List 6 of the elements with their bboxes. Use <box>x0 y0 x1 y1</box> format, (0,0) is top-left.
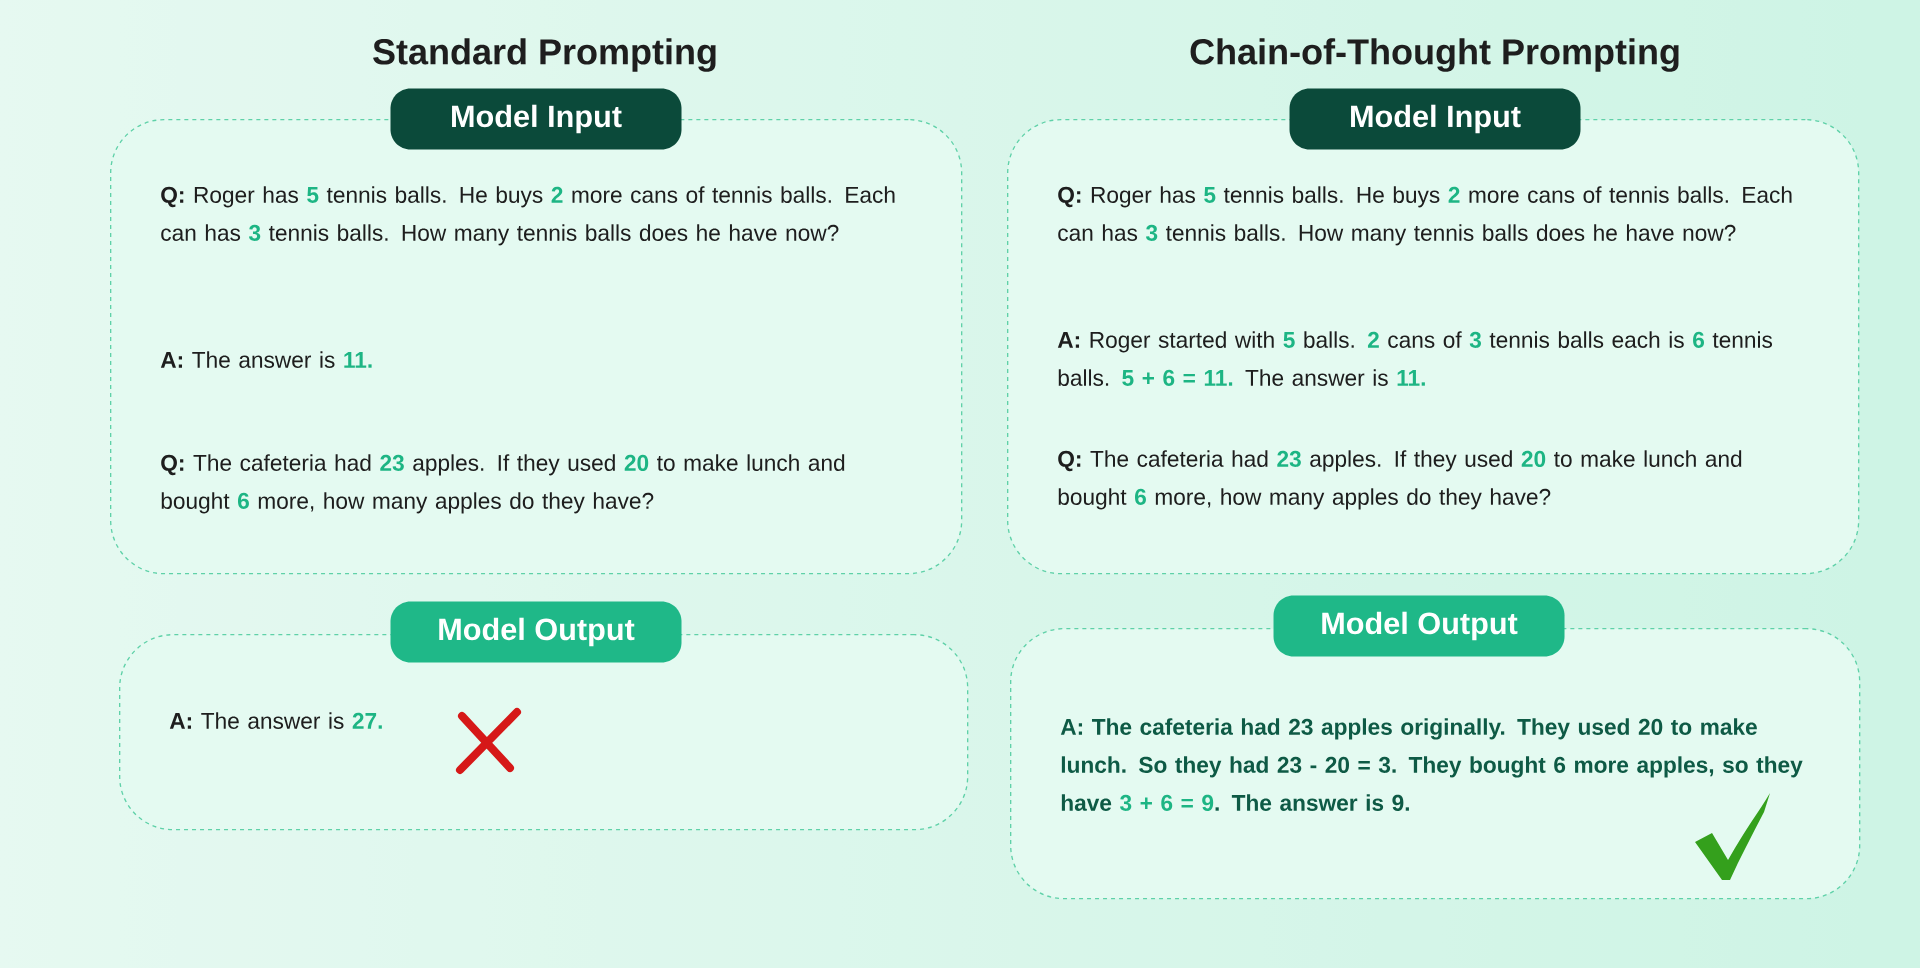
column-title: Chain-of-Thought Prompting <box>1190 38 1679 72</box>
heading-pill: Model Input <box>390 88 682 150</box>
heading-pill: Model Output <box>1273 595 1565 657</box>
heading-pill: Model Output <box>390 601 682 663</box>
column-title: Standard Prompting <box>373 38 716 72</box>
heading-pill: Model Input <box>1289 88 1581 150</box>
